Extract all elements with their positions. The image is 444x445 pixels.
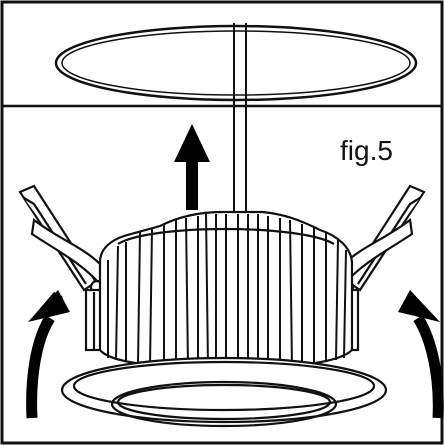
right-rotate-arrow-icon (398, 290, 444, 419)
heatsink-fins (107, 213, 347, 367)
ceiling-cutout-inner (61, 30, 411, 96)
left-rotate-arrow-icon (26, 290, 70, 419)
up-arrow-icon (174, 124, 210, 210)
power-cable (233, 23, 247, 215)
trim-ring (60, 356, 388, 428)
figure-label: fig.5 (340, 135, 393, 166)
ceiling-cutout-outer (54, 24, 418, 102)
left-spring-clip (18, 184, 106, 352)
